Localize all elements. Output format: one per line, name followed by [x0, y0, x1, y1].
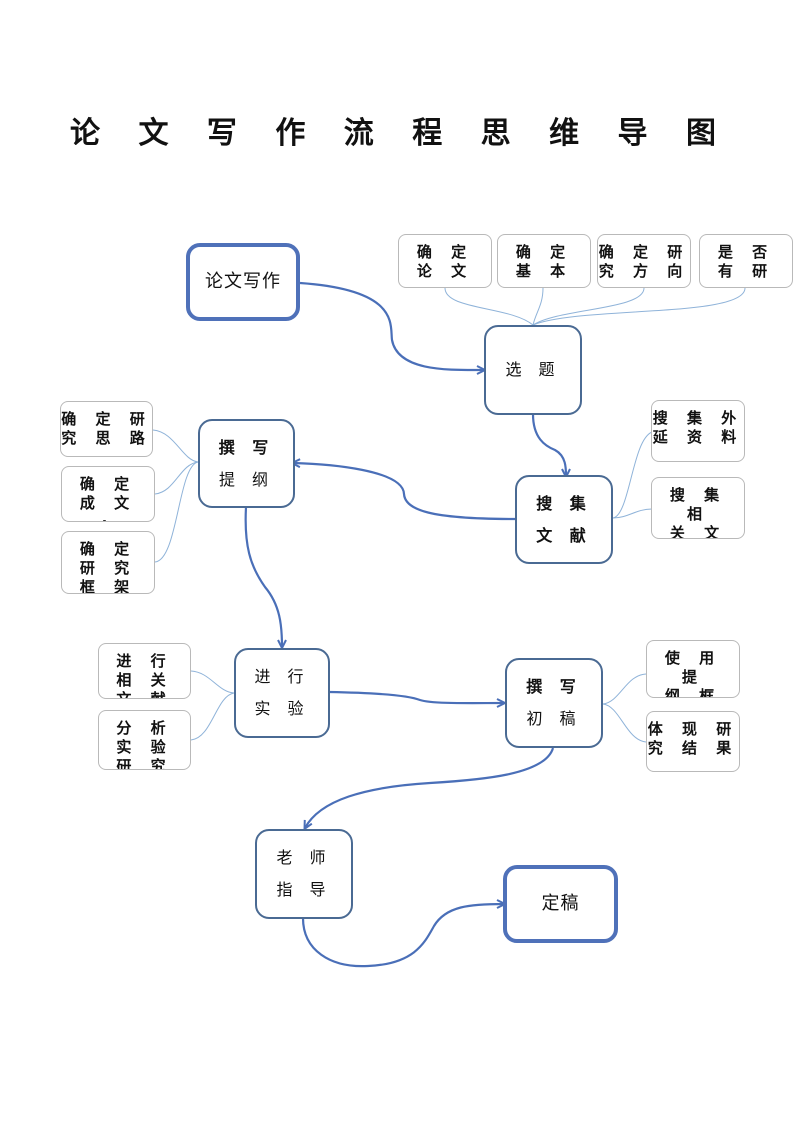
- sub-exp-2-line-1: 分 析: [116, 719, 173, 737]
- sub-outline-1[interactable]: 确 定 研 究 思 路: [60, 401, 153, 457]
- node-final[interactable]: 定稿: [503, 865, 618, 943]
- node-collect-line-1: 搜 集: [536, 493, 592, 513]
- sub-exp-1-line-3: 文 献: [116, 690, 173, 699]
- sub-outline-1-line-1: 确 定 研: [61, 410, 152, 428]
- sub-collect-1-line-1: 搜 集 外: [652, 409, 744, 427]
- sub-exp-2[interactable]: 分 析 实 验 研 究: [98, 710, 191, 770]
- sub-draft-1-line-2: 提: [681, 668, 704, 686]
- sub-topic-3-line-1: 确 定 研: [598, 243, 690, 261]
- sub-outline-2[interactable]: 确 定 成 文 ·: [61, 466, 155, 522]
- line-outline-2: [154, 461, 199, 495]
- line-exp-1: [190, 670, 235, 694]
- sub-topic-4[interactable]: 是 否 有 研: [699, 234, 793, 288]
- node-experiment[interactable]: 进 行 实 验: [234, 648, 330, 738]
- arrow-start-to-topic: [299, 281, 484, 370]
- sub-draft-1-line-1: 使 用: [664, 649, 722, 667]
- sub-exp-2-line-3: 研 究: [116, 757, 173, 770]
- line-draft-2: [602, 703, 647, 743]
- node-outline[interactable]: 撰 写 提 纲: [198, 419, 295, 508]
- sub-topic-2[interactable]: 确 定 基 本: [497, 234, 591, 288]
- line-topic-4: [532, 287, 746, 326]
- node-final-label: 定稿: [541, 892, 580, 914]
- node-topic[interactable]: 选 题: [484, 325, 582, 415]
- arrow-outline-to-experiment: [244, 506, 282, 647]
- sub-exp-1[interactable]: 进 行 相 关 文 献: [98, 643, 191, 699]
- line-topic-3: [532, 287, 645, 326]
- line-collect-1: [612, 431, 653, 519]
- sub-outline-3-line-1: 确 定: [79, 540, 137, 558]
- node-start-label: 论文写作: [205, 270, 281, 292]
- sub-topic-3-line-2: 究 方 向: [598, 262, 690, 280]
- sub-draft-2[interactable]: 体 现 研 究 结 果: [646, 711, 740, 772]
- line-exp-2: [190, 692, 235, 741]
- sub-draft-2-line-1: 体 现 研: [647, 720, 739, 738]
- main-flow-lines: [244, 281, 566, 968]
- sub-exp-1-line-2: 相 关: [116, 671, 173, 689]
- node-draft-line-1: 撰 写: [526, 677, 582, 696]
- arrow-teacher-to-final: [301, 904, 504, 968]
- sub-outline-3[interactable]: 确 定 研 究 框 架: [61, 531, 155, 594]
- sub-outline-2-line-2: 成 文: [79, 494, 137, 512]
- sub-collect-2[interactable]: 搜 集 相 关 文: [651, 477, 745, 539]
- node-experiment-line-2: 实 验: [254, 699, 310, 718]
- node-experiment-line-1: 进 行: [254, 667, 310, 686]
- line-topic-2: [532, 287, 544, 326]
- line-outline-3: [154, 461, 199, 563]
- page-title: 论 文 写 作 流 程 思 维 导 图: [70, 116, 730, 151]
- sub-exp-1-line-1: 进 行: [116, 652, 173, 670]
- node-topic-label: 选 题: [505, 360, 561, 379]
- node-outline-line-2: 提 纲: [218, 469, 275, 489]
- line-draft-1: [602, 673, 647, 705]
- sub-outline-1-line-2: 究 思 路: [61, 429, 152, 447]
- line-collect-2: [612, 508, 653, 519]
- line-topic-1: [444, 287, 534, 326]
- sub-collect-2-line-2: 相: [686, 505, 709, 523]
- node-draft[interactable]: 撰 写 初 稿: [505, 658, 603, 748]
- sub-topic-3[interactable]: 确 定 研 究 方 向: [597, 234, 691, 288]
- line-outline-1: [152, 429, 199, 463]
- arrow-draft-to-teacher: [305, 747, 555, 828]
- sub-draft-1-line-3: 纲 框: [664, 687, 722, 698]
- sub-topic-1-line-1: 确 定: [416, 243, 474, 261]
- sub-collect-1-line-2: 延 资 料: [652, 428, 744, 446]
- node-teacher-line-2: 指 导: [276, 880, 332, 899]
- sub-draft-1[interactable]: 使 用 提 纲 框: [646, 640, 740, 698]
- node-collect[interactable]: 搜 集 文 献: [515, 475, 613, 564]
- node-teacher-line-1: 老 师: [276, 848, 332, 867]
- sub-collect-2-line-1: 搜 集: [669, 486, 727, 504]
- node-outline-line-1: 撰 写: [218, 437, 275, 457]
- arrow-topic-to-collect: [531, 413, 566, 476]
- sub-exp-2-line-2: 实 验: [116, 738, 173, 756]
- arrow-collect-to-outline: [293, 463, 516, 521]
- sub-branch-lines: [152, 287, 746, 743]
- sub-collect-1[interactable]: 搜 集 外 延 资 料: [651, 400, 745, 462]
- sub-topic-4-line-2: 有 研: [717, 262, 775, 280]
- sub-topic-1-line-2: 论 文: [416, 262, 474, 280]
- sub-outline-2-line-1: 确 定: [79, 475, 137, 493]
- sub-collect-2-line-3: 关 文: [669, 524, 727, 539]
- sub-topic-1[interactable]: 确 定 论 文: [398, 234, 492, 288]
- sub-outline-2-line-3: ·: [101, 513, 115, 522]
- node-collect-line-2: 文 献: [536, 525, 592, 545]
- sub-topic-2-line-1: 确 定: [515, 243, 573, 261]
- node-start[interactable]: 论文写作: [186, 243, 300, 321]
- sub-outline-3-line-2: 研 究: [79, 559, 137, 577]
- arrow-experiment-to-draft: [328, 690, 504, 703]
- sub-topic-4-line-1: 是 否: [717, 243, 775, 261]
- sub-outline-3-line-3: 框 架: [79, 578, 137, 594]
- sub-topic-2-line-2: 基 本: [515, 262, 573, 280]
- node-teacher[interactable]: 老 师 指 导: [255, 829, 353, 919]
- node-draft-line-2: 初 稿: [526, 709, 582, 728]
- sub-draft-2-line-2: 究 结 果: [647, 739, 739, 757]
